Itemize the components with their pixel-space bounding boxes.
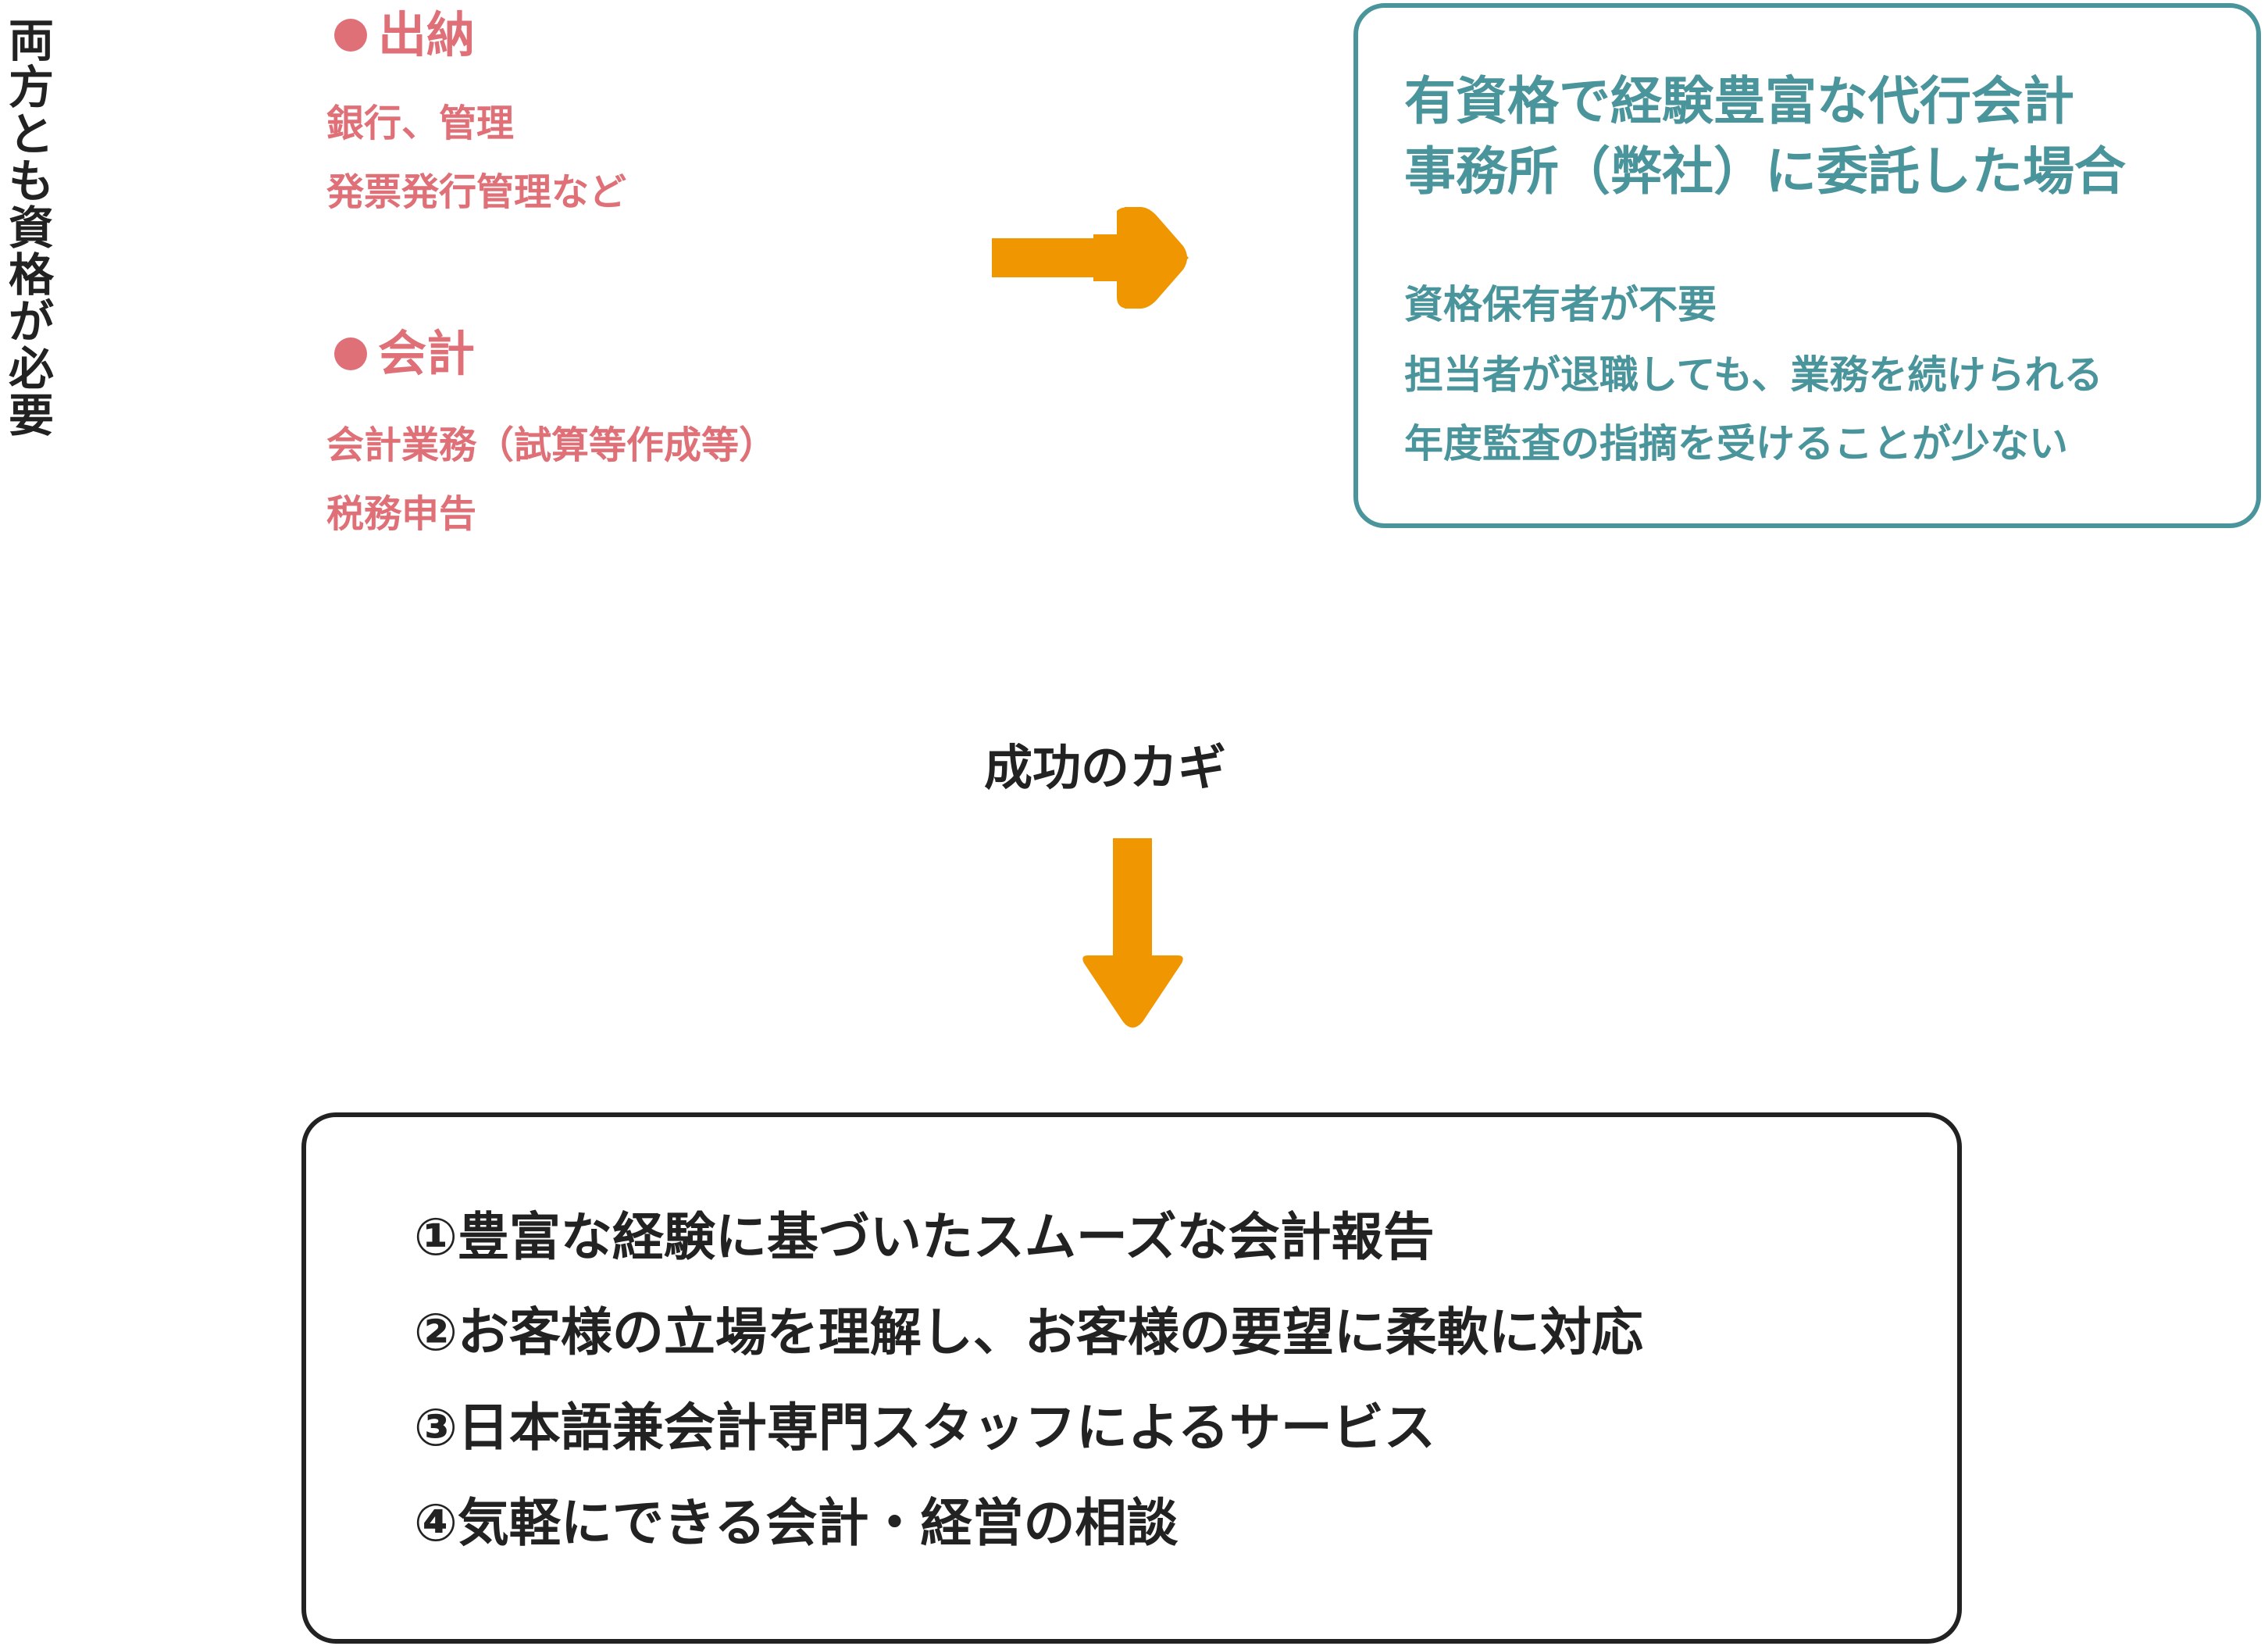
key-point-item: ②お客様の立場を理解し、お客様の要望に柔軟に対応: [414, 1302, 1643, 1362]
section-cashier: 出納: [334, 8, 475, 62]
section-line: 銀行、管理: [326, 102, 515, 145]
vertical-char: 格: [8, 248, 54, 302]
key-label: 成功のカギ: [984, 739, 1227, 796]
section-line: 発票発行管理など: [326, 170, 627, 214]
section-heading-text: 会計: [378, 325, 476, 382]
vertical-char: 方: [8, 61, 54, 114]
left-vertical-label: 両 方 と も 資 格 が 必 要: [0, 17, 62, 439]
outsource-title: 有資格で経験豊富な代行会計: [1404, 71, 2074, 131]
outsource-line: 資格保有者が不要: [1404, 282, 1717, 327]
bullet-icon: [334, 19, 367, 52]
key-point-item: ①豊富な経験に基づいたスムーズな会計報告: [414, 1207, 1435, 1267]
down-arrow-icon: [1082, 838, 1183, 1028]
vertical-char: が: [8, 295, 54, 348]
section-heading: 会計: [334, 327, 475, 381]
outsource-title: 事務所（弊社）に委託した場合: [1404, 141, 2126, 202]
vertical-char: 必: [8, 342, 54, 395]
bullet-icon: [334, 337, 367, 370]
vertical-char: 両: [8, 14, 54, 67]
outsource-line: 年度監査の指摘を受けることが少ない: [1404, 421, 2068, 466]
vertical-char: と: [8, 108, 54, 161]
section-heading: 出納: [334, 8, 475, 62]
section-accounting: 会計: [334, 327, 475, 381]
vertical-char: 要: [8, 389, 54, 442]
section-heading-text: 出納: [378, 6, 476, 63]
vertical-char: 資: [8, 202, 54, 255]
vertical-char: も: [8, 155, 54, 208]
outsource-box: [1353, 3, 2261, 528]
key-point-item: ④気軽にできる会計・経営の相談: [414, 1493, 1179, 1553]
section-line: 税務申告: [326, 492, 477, 536]
key-point-item: ③日本語兼会計専門スタッフによるサービス: [414, 1398, 1435, 1458]
section-line: 会計業務（試算等作成等）: [326, 423, 777, 467]
key-points-box: [301, 1112, 1962, 1644]
outsource-line: 担当者が退職しても、業務を続けられる: [1404, 352, 2103, 398]
right-arrow-icon: [992, 207, 1189, 309]
